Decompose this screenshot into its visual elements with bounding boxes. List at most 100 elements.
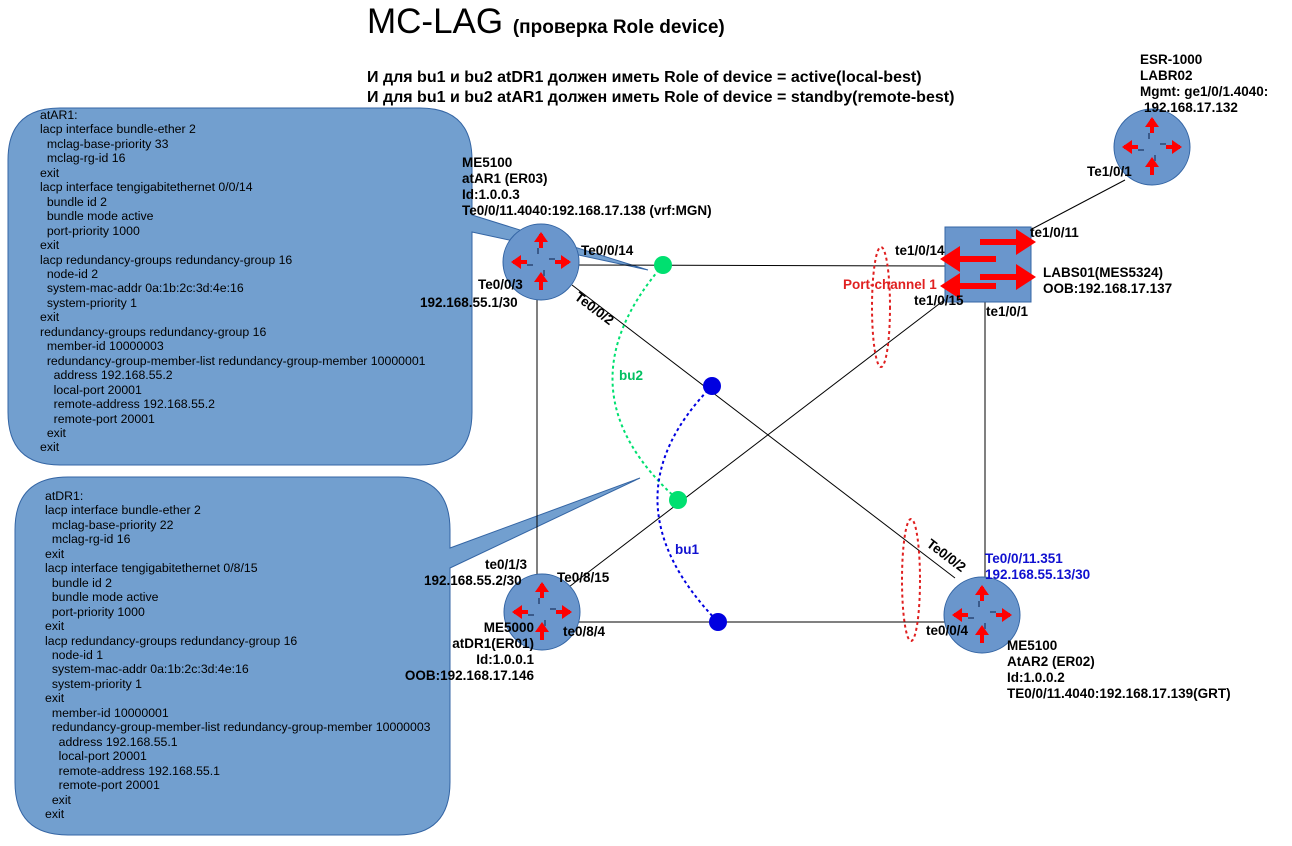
config-atdr1-line: exit (45, 792, 71, 807)
atar2-id: Id:1.0.0.2 (1007, 670, 1065, 685)
atdr1-oob: OOB:192.168.17.146 (404, 668, 534, 683)
config-atar1-line: exit (40, 310, 60, 325)
config-atdr1-line: address 192.168.55.1 (45, 734, 178, 749)
port-sw-te1-0-11: te1/0/11 (1030, 225, 1079, 240)
atar2-name: AtAR2 (ER02) (1007, 654, 1095, 669)
config-atdr1-line: exit (45, 691, 65, 706)
config-atdr1-line: redundancy-group-member-list redundancy-… (45, 720, 431, 735)
atdr1-id: Id:1.0.0.1 (476, 652, 534, 667)
config-atdr1-line: bundle id 2 (45, 575, 113, 590)
atar2-model: ME5100 (1007, 638, 1058, 653)
atar1-mgmt: Te0/0/11.4040:192.168.17.138 (vrf:MGN) (462, 203, 712, 218)
port-channel-label: Port-channel 1 (843, 277, 937, 292)
config-atdr1-line: mclag-base-priority 22 (45, 517, 174, 532)
config-atdr1-line: remote-address 192.168.55.1 (45, 763, 220, 778)
port-channel-ellipse-2 (901, 518, 921, 642)
page-title: MC-LAG (проверка Role device) (367, 2, 725, 42)
esr-label: ESR-1000 LABR02 Mgmt: ge1/0/1.4040: 192.… (1140, 52, 1268, 116)
atar1-model: ME5100 (462, 155, 513, 170)
config-atar1-line: bundle mode active (40, 209, 154, 224)
port-ar1-ip: 192.168.55.1/30 (420, 295, 518, 310)
bu2-point-top (654, 256, 672, 274)
config-atdr1-line: member-id 10000001 (45, 705, 169, 720)
bu2-arc (611, 264, 679, 501)
esr-ip: 192.168.17.132 (1144, 100, 1238, 115)
links (536, 179, 1126, 623)
config-atdr1-line: exit (45, 619, 65, 634)
config-atdr1-line: system-mac-addr 0a:1b:2c:3d:4e:16 (45, 662, 249, 677)
port-esr-te1-0-1: Te1/0/1 (1087, 164, 1132, 179)
port-sw-te1-0-15: te1/0/15 (914, 293, 964, 308)
atar2-label: ME5100 AtAR2 (ER02) Id:1.0.0.2 TE0/0/11.… (1007, 638, 1231, 702)
switch-labs01-icon (940, 226, 1036, 303)
config-atar1-line: remote-address 192.168.55.2 (40, 397, 215, 412)
config-atdr1-line: system-priority 1 (45, 676, 143, 691)
link-sw-esr (1029, 179, 1126, 231)
atdr1-name: atDR1(ER01) (452, 636, 534, 651)
config-atar1-line: system-priority 1 (40, 295, 138, 310)
config-atdr1-line: exit (45, 806, 65, 821)
bu2-point-bottom (669, 491, 687, 509)
config-atar1-line: atAR1: (40, 108, 78, 122)
title-text: MC-LAG (367, 2, 504, 41)
esr-name: LABR02 (1140, 68, 1193, 83)
requirement-1: И для bu1 и bu2 atDR1 должен иметь Role … (367, 69, 922, 86)
esr-model: ESR-1000 (1140, 52, 1203, 67)
config-atar1-line: exit (40, 165, 60, 180)
config-atdr1-line: local-port 20001 (45, 749, 147, 764)
router-atar2-icon (943, 576, 1021, 654)
labs01-name: LABS01(MES5324) (1043, 265, 1164, 280)
title-subtitle: (проверка Role device) (512, 17, 725, 38)
config-atar1-line: lacp redundancy-groups redundancy-group … (40, 252, 293, 267)
labs01-oob: OOB:192.168.17.137 (1043, 281, 1173, 296)
port-ar1-te0-0-14: Te0/0/14 (581, 243, 634, 258)
config-atdr1-line: mclag-rg-id 16 (45, 532, 131, 547)
atdr1-model: ME5000 (483, 620, 534, 635)
config-atdr1-line: atDR1: (45, 489, 84, 503)
config-atar1-line: port-priority 1000 (40, 223, 140, 238)
port-ar2-subif: Te0/0/11.351 (985, 551, 1063, 566)
config-atdr1-line: node-id 1 (45, 647, 104, 662)
callout-atar1 (7, 107, 649, 466)
port-channel-ellipse-1 (871, 246, 891, 368)
link-ar1-ar2 (571, 284, 956, 579)
config-atar1-line: member-id 10000003 (40, 339, 164, 354)
bu1-label: bu1 (675, 542, 700, 557)
config-atdr1-line: lacp redundancy-groups redundancy-group … (45, 633, 298, 648)
config-atar1-line: mclag-base-priority 33 (40, 136, 169, 151)
config-atar1-line: local-port 20001 (40, 382, 142, 397)
config-atdr1-line: lacp interface bundle-ether 2 (45, 503, 201, 518)
port-ar1-te0-0-3: Te0/0/3 (478, 277, 523, 292)
bu1-arc (656, 385, 719, 623)
port-dr1-te0-8-15: Te0/8/15 (557, 570, 610, 585)
config-atar1-line: remote-port 20001 (40, 411, 155, 426)
config-atdr1-line: remote-port 20001 (45, 778, 160, 793)
config-atar1-line: exit (40, 425, 66, 440)
config-atar1-line: address 192.168.55.2 (40, 368, 173, 383)
config-atar1-line: system-mac-addr 0a:1b:2c:3d:4e:16 (40, 281, 244, 296)
atar1-id: Id:1.0.0.3 (462, 187, 520, 202)
config-atar1-line: exit (40, 238, 60, 253)
router-atar1-icon (502, 223, 580, 301)
port-sw-te1-0-14: te1/0/14 (895, 243, 945, 258)
labs01-label: LABS01(MES5324) OOB:192.168.17.137 (1043, 265, 1172, 297)
esr-mgmt: Mgmt: ge1/0/1.4040: (1140, 84, 1269, 99)
router-atdr1-icon (503, 573, 581, 651)
config-atar1-line: bundle id 2 (40, 194, 108, 209)
config-atar1-line: node-id 2 (40, 266, 99, 281)
config-atar1-line: mclag-rg-id 16 (40, 151, 126, 166)
config-atdr1: atDR1:lacp interface bundle-ether 2 mcla… (45, 489, 431, 821)
config-atdr1-line: bundle mode active (45, 590, 159, 605)
port-ar2-ip: 192.168.55.13/30 (985, 567, 1091, 582)
port-dr1-te0-8-4: te0/8/4 (563, 624, 606, 639)
bu1-point-bottom (709, 613, 727, 631)
port-sw-te1-0-1: te1/0/1 (986, 304, 1029, 319)
config-atdr1-line: port-priority 1000 (45, 604, 145, 619)
bu2-label: bu2 (619, 368, 644, 383)
callout-atdr1 (14, 476, 641, 836)
port-ar2-te0-0-4: te0/0/4 (926, 623, 969, 638)
config-atar1-line: lacp interface bundle-ether 2 (40, 122, 196, 137)
atar1-label: ME5100 atAR1 (ER03) Id:1.0.0.3 Te0/0/11.… (462, 155, 712, 219)
config-atar1-line: exit (40, 440, 60, 455)
